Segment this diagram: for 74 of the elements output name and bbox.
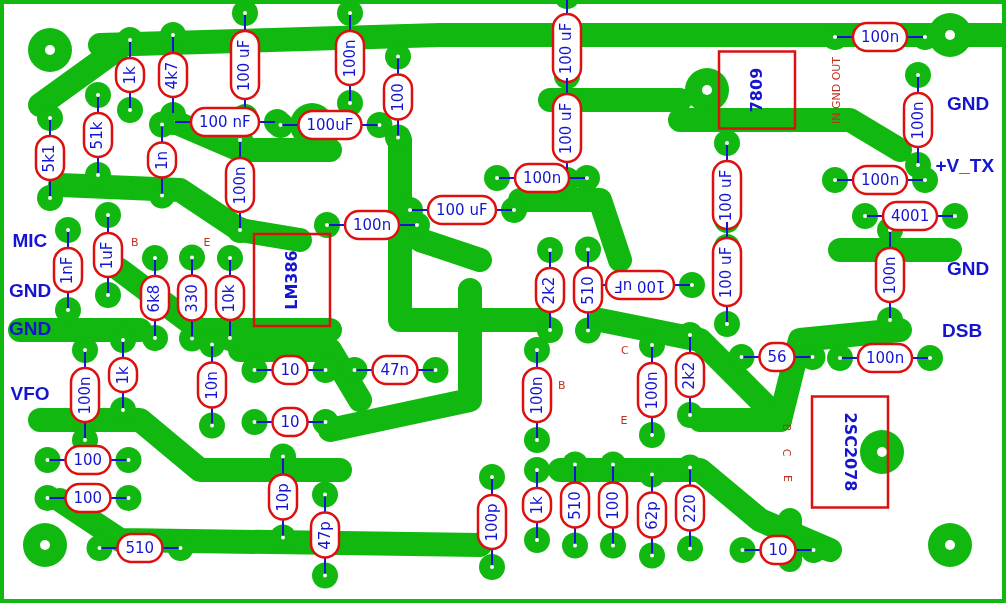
- component-value: 1nF: [60, 256, 76, 284]
- pin-label: E: [203, 236, 211, 248]
- component-value: 100n: [523, 170, 562, 186]
- component-value: 4001: [891, 208, 930, 224]
- terminal-label: +V_TX: [935, 155, 995, 175]
- part-number: 2SC2078: [841, 412, 858, 492]
- component-value: 510: [125, 540, 155, 556]
- component-value: 510: [567, 490, 583, 520]
- component-value: 1k: [122, 65, 138, 85]
- component-value: 100 uF: [436, 202, 488, 218]
- component-value: 100n: [861, 172, 900, 188]
- terminal-label: GND: [9, 318, 52, 338]
- component-value: 100 uF: [559, 102, 575, 154]
- terminal-label: MIC: [12, 230, 48, 250]
- part-number: 7809: [748, 67, 765, 113]
- component-value: 6k8: [147, 284, 163, 312]
- component-value: 330: [184, 283, 200, 313]
- component-value: 100 uF: [614, 277, 666, 293]
- component-value: 10: [768, 542, 788, 558]
- pin-label: B: [781, 423, 793, 431]
- component-value: 100n: [644, 370, 660, 410]
- terminal-label: DSB: [942, 320, 983, 340]
- component-value: 100 uF: [719, 169, 735, 221]
- component-value: 100uF: [306, 117, 354, 133]
- component-value: 100: [390, 82, 406, 112]
- component-value: 10: [280, 414, 300, 430]
- component-value: 100n: [342, 38, 358, 78]
- pin-label: B: [131, 236, 139, 248]
- component-value: 100n: [529, 375, 545, 415]
- component-value: 10n: [204, 370, 220, 400]
- component-value: 10p: [275, 482, 291, 512]
- component-value: 62p: [644, 500, 660, 530]
- component-value: 100n: [232, 165, 248, 205]
- component-value: 2k2: [542, 276, 558, 304]
- component-value: 1uF: [100, 241, 116, 269]
- component-value: 1n: [154, 150, 170, 170]
- pin-label: C: [781, 448, 793, 456]
- pin-label: E: [620, 414, 628, 426]
- component-value: 47n: [380, 362, 410, 378]
- component-value: 100: [73, 490, 103, 506]
- component-value: 1k: [115, 365, 131, 385]
- component-value: 4k7: [165, 61, 181, 89]
- component-value: 10k: [222, 284, 238, 312]
- pin-label: B: [558, 379, 566, 391]
- component-value: 1k: [529, 495, 545, 515]
- terminal-label: GND: [9, 280, 52, 300]
- component-value: 100n: [910, 100, 926, 140]
- component-value: 220: [682, 493, 698, 523]
- pin-label: E: [781, 474, 793, 482]
- component-value: 51k: [90, 121, 106, 149]
- terminal-label: GND: [947, 258, 990, 278]
- component-value: 5k1: [42, 144, 58, 172]
- component-value: 100n: [77, 375, 93, 415]
- terminal-label: GND: [947, 93, 990, 113]
- component-value: 100n: [861, 29, 900, 45]
- pin-label: IN GND OUT: [830, 56, 842, 124]
- component-value: 510: [580, 275, 596, 305]
- component-value: 100: [605, 490, 621, 520]
- component-value: 100 nF: [199, 114, 251, 130]
- component-value: 10: [280, 362, 300, 378]
- component-value: 100 uF: [237, 39, 253, 91]
- component-value: 100 uF: [559, 22, 575, 74]
- component-value: 100n: [866, 350, 905, 366]
- component-value: 47p: [317, 520, 333, 550]
- component-value: 56: [767, 349, 787, 365]
- component-value: 100 uF: [719, 246, 735, 298]
- pin-label: C: [621, 344, 629, 356]
- component-value: 100: [73, 452, 103, 468]
- component-value: 2k2: [682, 361, 698, 389]
- component-value: 100n: [882, 255, 898, 295]
- terminal-label: VFO: [10, 383, 50, 403]
- component-value: 100p: [484, 502, 500, 542]
- part-number: LM386: [283, 250, 300, 310]
- component-value: 100n: [353, 217, 392, 233]
